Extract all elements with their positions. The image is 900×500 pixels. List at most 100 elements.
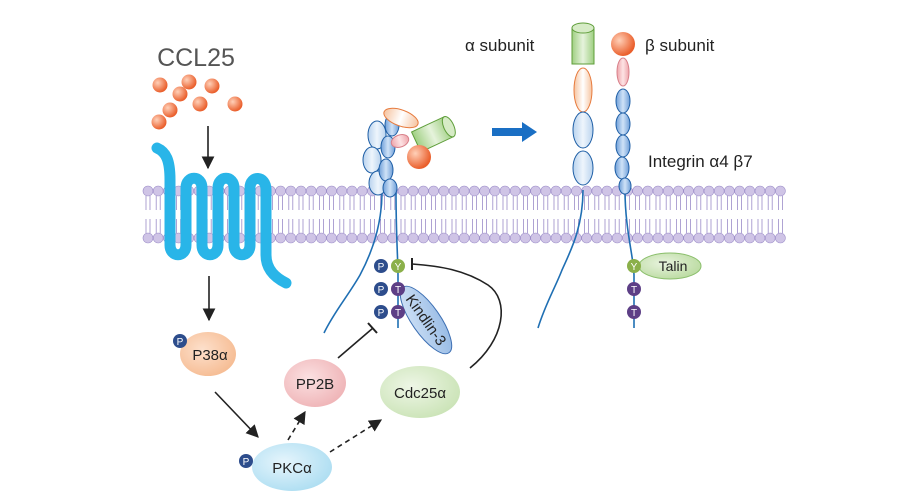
lipid-head <box>693 232 705 244</box>
lipid-head <box>683 232 694 244</box>
lipid-head <box>489 232 501 244</box>
svg-text:T: T <box>631 285 637 296</box>
lipid-head <box>540 232 552 244</box>
lipid-head <box>489 185 501 197</box>
lipid-head <box>652 185 664 197</box>
lipid-head <box>428 232 439 244</box>
active-alpha-tail <box>537 189 584 329</box>
lipid-head <box>458 232 470 244</box>
lipid-head <box>734 232 745 244</box>
lipid-tails <box>288 196 294 233</box>
svg-text:T: T <box>395 308 401 319</box>
cdc25a-node <box>380 366 460 418</box>
lipid-head <box>601 232 613 244</box>
lipid-head <box>662 232 674 244</box>
beta-head-domain <box>611 32 635 56</box>
lipid-tails <box>441 196 447 233</box>
alpha-orange-domain <box>383 107 419 129</box>
lipid-tails <box>594 196 600 233</box>
lipid-head <box>703 185 715 197</box>
lipid-tails <box>512 196 518 233</box>
lipid-head <box>469 185 480 197</box>
lipid-tails <box>543 196 549 233</box>
tyrosine-residue <box>391 259 405 273</box>
lipid-tails <box>308 196 314 233</box>
lipid-tails <box>370 196 375 233</box>
lipid-head <box>397 232 409 244</box>
lipid-tails <box>614 196 620 233</box>
lipid-head <box>316 185 327 197</box>
lipid-tails <box>339 196 345 233</box>
beta-domain <box>615 88 631 114</box>
phospho-badge <box>173 334 187 348</box>
phospho-badge <box>374 282 388 296</box>
lipid-head <box>499 185 511 197</box>
lipid-tails <box>716 196 722 233</box>
beta-domain <box>382 178 398 198</box>
svg-text:P: P <box>177 337 184 348</box>
lipid-head <box>652 232 664 244</box>
lipid-tails <box>584 196 589 233</box>
lipid-head <box>142 232 154 244</box>
phospho-badge <box>239 454 253 468</box>
lipid-tails <box>533 196 538 233</box>
lipid-head <box>520 232 531 244</box>
lipid-head <box>520 185 531 197</box>
pp2b-node <box>284 359 346 407</box>
lipid-tails <box>278 196 283 233</box>
lipid-tails <box>155 196 161 233</box>
lipid-tails <box>319 196 324 233</box>
phospho-badge <box>374 305 388 319</box>
lipid-tails <box>574 196 579 233</box>
lipid-tails <box>767 196 773 233</box>
lipid-head <box>305 185 317 197</box>
lipid-head <box>530 185 541 197</box>
lipid-head <box>295 232 307 244</box>
pkca-to-pp2b-arrow <box>287 410 306 441</box>
lipid-head <box>336 185 348 197</box>
lipid-head <box>356 232 368 244</box>
bent-integrin-residues: P Y P T P T <box>374 259 405 319</box>
phospho-badge <box>374 259 388 273</box>
pkca-node <box>252 443 332 491</box>
integrin-label: Integrin α4 β7 <box>648 152 753 171</box>
lipid-head <box>275 185 286 197</box>
lipid-head <box>336 232 348 244</box>
beta-pink-domain <box>616 57 630 87</box>
lipid-head <box>509 185 521 197</box>
integrin-bent-conformation <box>323 107 456 334</box>
alpha-propeller-head-active <box>571 22 595 65</box>
lipid-tails <box>176 196 181 233</box>
talin-label: Talin <box>659 258 688 274</box>
lipid-tails <box>635 196 640 233</box>
lipid-head <box>407 232 419 244</box>
lipid-head <box>591 232 603 244</box>
chemokine-molecule <box>227 96 243 112</box>
lipid-tails <box>298 196 304 233</box>
lipid-tails <box>737 196 742 233</box>
lipid-head <box>571 185 582 197</box>
svg-text:P: P <box>243 457 250 468</box>
lipid-tails <box>502 196 508 233</box>
lipid-head <box>275 232 286 244</box>
beta-domain <box>378 158 394 182</box>
alpha-propeller-head <box>410 116 456 153</box>
lipid-head <box>346 232 358 244</box>
p38a-label: P38α <box>192 347 228 364</box>
lipid-tails <box>747 196 753 233</box>
integrin-beta-tail <box>395 191 399 328</box>
lipid-head <box>775 185 786 197</box>
lipid-head <box>632 232 643 244</box>
beta-subunit-label: β subunit <box>645 36 715 55</box>
activation-arrow <box>492 122 537 142</box>
lipid-head <box>540 185 552 197</box>
lipid-tails <box>686 196 691 233</box>
pp2b-inhibition-line <box>337 327 374 359</box>
lipid-head <box>326 232 337 244</box>
lipid-tails <box>655 196 661 233</box>
lipid-head <box>754 232 766 244</box>
threonine-residue <box>391 282 405 296</box>
lipid-head <box>560 185 572 197</box>
p38a-node <box>180 332 236 376</box>
